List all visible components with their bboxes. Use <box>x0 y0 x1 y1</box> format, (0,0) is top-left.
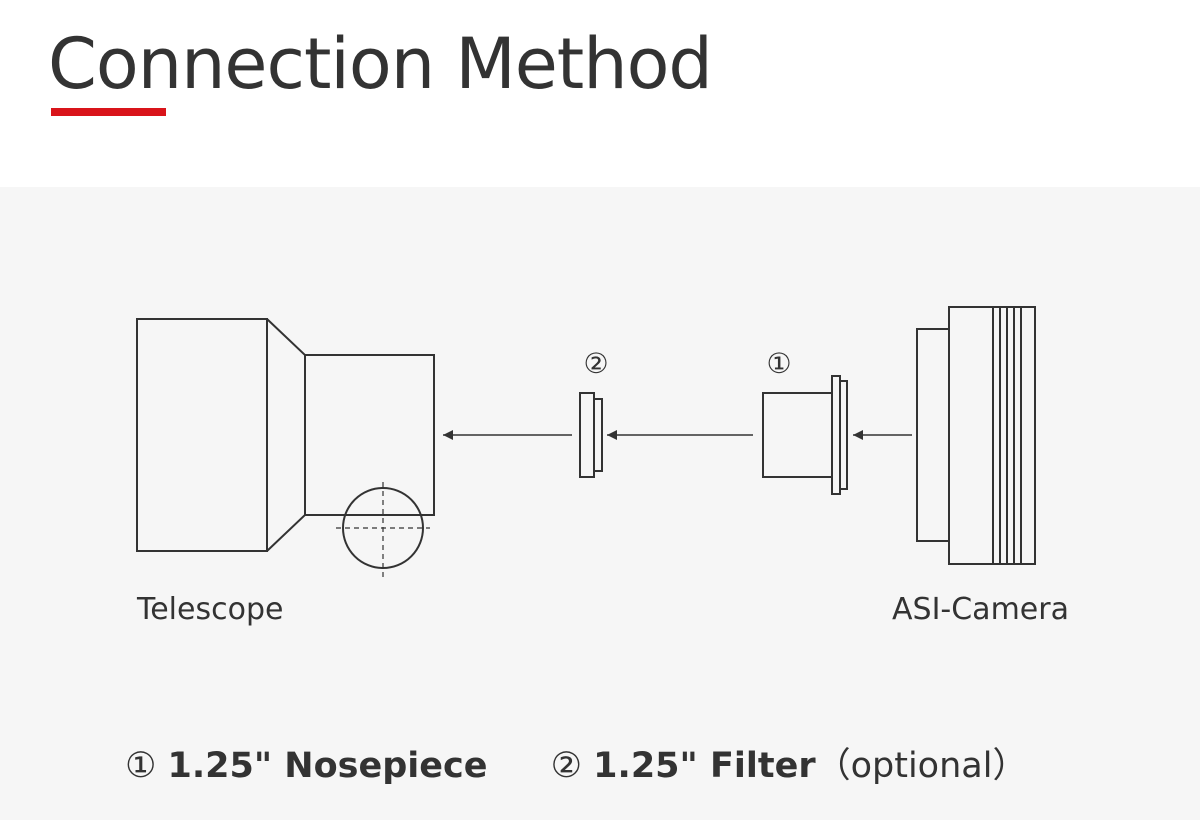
telescope-tube <box>136 318 268 552</box>
filter-ring-inner <box>593 398 603 472</box>
title-underline <box>51 108 166 116</box>
legend-text: 1.25" Filter <box>593 746 816 786</box>
legend-item-filter: ② 1.25" Filter（optional） <box>551 737 1028 788</box>
nosepiece-drawing: ① <box>762 347 848 495</box>
legend-note: （optional） <box>815 746 1028 786</box>
legend-item-nosepiece: ① 1.25" Nosepiece <box>125 746 488 786</box>
filter-drawing: ② <box>579 347 609 478</box>
filter-ring-outer <box>579 392 595 478</box>
camera-label: ASI-Camera <box>892 592 1069 627</box>
connection-diagram: ② ① <box>136 306 1036 577</box>
camera-drawing <box>916 306 1036 565</box>
legend-number: ① <box>125 746 157 786</box>
telescope-focuser <box>304 354 435 516</box>
page-title: Connection Method <box>48 23 713 105</box>
telescope-drawing <box>136 318 435 577</box>
header: Connection Method <box>0 0 1200 187</box>
nosepiece-flange-inner <box>839 380 848 490</box>
nosepiece-barrel <box>762 392 833 478</box>
telescope-label: Telescope <box>137 592 284 627</box>
camera-front <box>916 328 950 542</box>
marker-filter: ② <box>583 347 608 380</box>
diagram-panel: ② ① Telescope ASI-Camera ① 1.25" Nosepie… <box>0 187 1200 820</box>
legend-number: ② <box>550 746 583 786</box>
legend-text: 1.25" Nosepiece <box>167 746 488 786</box>
telescope-taper <box>266 318 306 552</box>
nosepiece-flange-outer <box>831 375 841 495</box>
legend: ① 1.25" Nosepiece ② 1.25" Filter（optiona… <box>125 737 1027 788</box>
marker-nosepiece: ① <box>766 347 791 380</box>
